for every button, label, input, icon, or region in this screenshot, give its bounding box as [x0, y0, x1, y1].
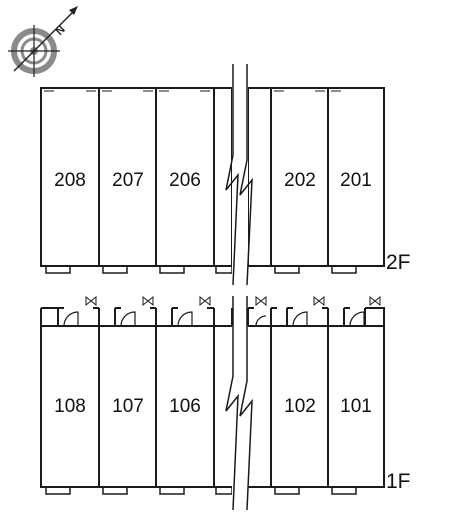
room-label: 102 — [284, 396, 316, 417]
floor-label-2f: 2F — [386, 251, 411, 274]
room-label: 201 — [340, 170, 372, 191]
floor-2f: 2F — [40, 87, 411, 274]
floor-label-1f: 1F — [386, 470, 411, 493]
floor-1f: 1F — [40, 295, 411, 495]
room-label: 206 — [169, 170, 201, 191]
compass-icon: N — [8, 6, 78, 77]
room-label: 101 — [340, 396, 372, 417]
room-label: 108 — [54, 396, 86, 417]
room-labels-2f: 208 207 206 202 201 — [54, 170, 372, 191]
room-label: 202 — [284, 170, 316, 191]
break-line-1f — [225, 296, 253, 511]
room-label: 107 — [112, 396, 144, 417]
room-label: 106 — [169, 396, 201, 417]
room-label: 207 — [112, 170, 144, 191]
break-line-2f — [225, 64, 253, 286]
room-labels-1f: 108 107 106 102 101 — [54, 396, 372, 417]
compass-north-label: N — [54, 24, 68, 38]
room-label: 208 — [54, 170, 86, 191]
